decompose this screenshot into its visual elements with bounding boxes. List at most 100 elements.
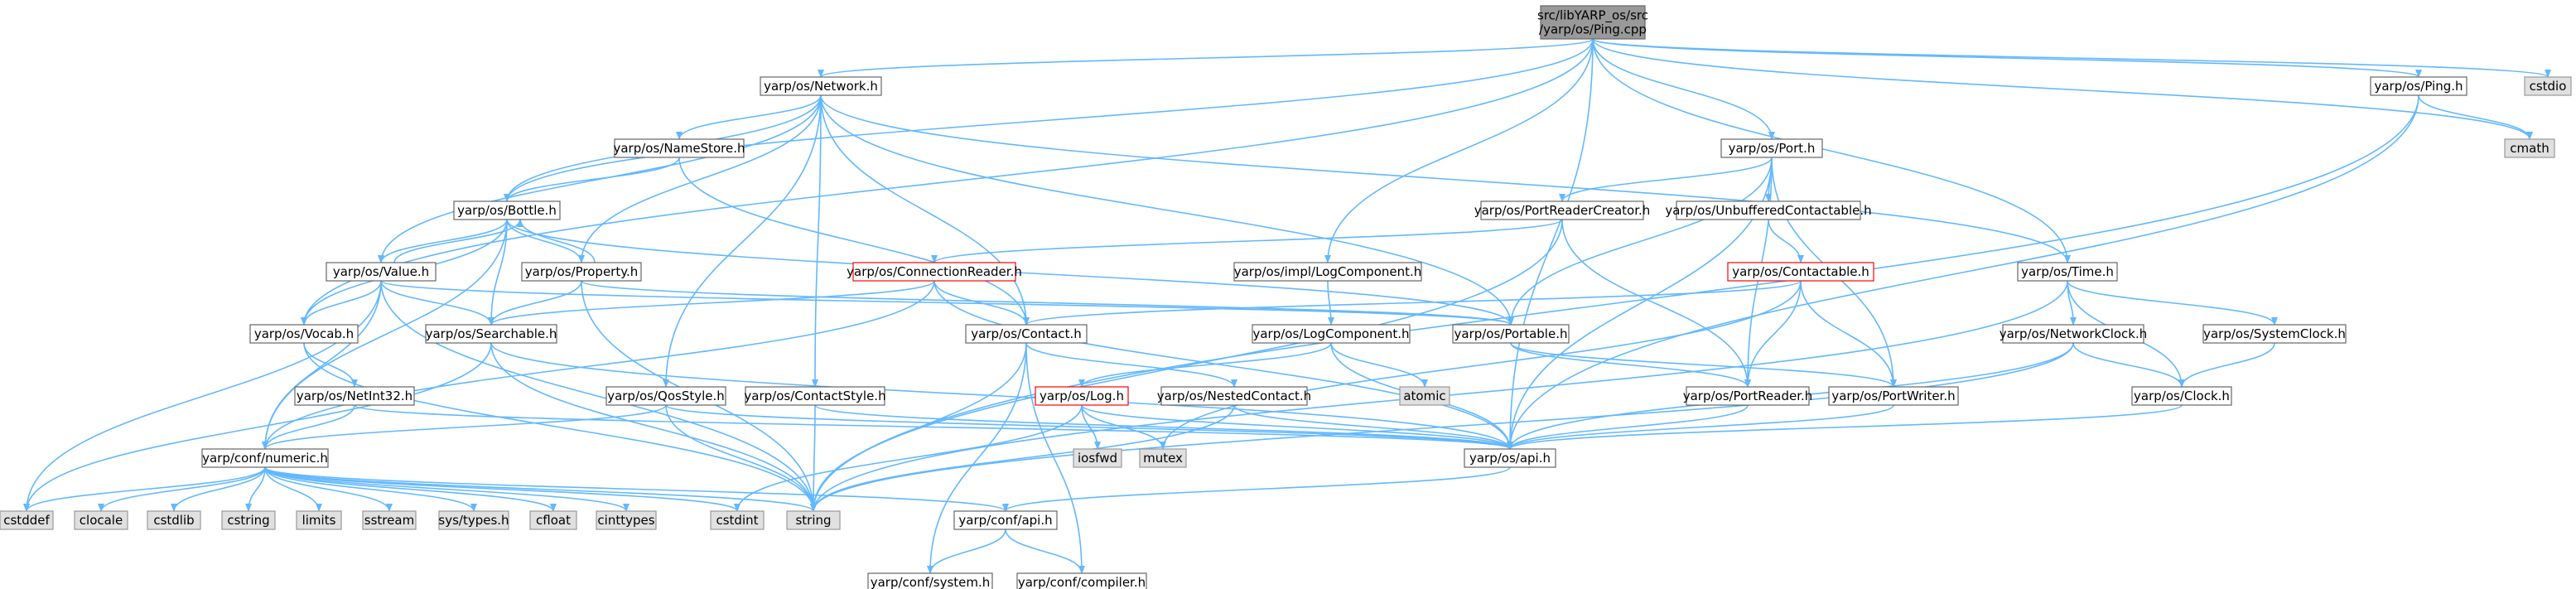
node-portwriter-box [1828,386,1959,406]
node-network[interactable]: yarp/os/Network.h [760,76,882,96]
edge-port-to-portreadercreator [1559,157,1773,202]
node-string-label: string [795,513,831,528]
node-bottle[interactable]: yarp/os/Bottle.h [453,200,561,220]
node-port[interactable]: yarp/os/Port.h [1720,138,1823,158]
node-contactstyle[interactable]: yarp/os/ContactStyle.h [744,386,886,406]
node-portwriter[interactable]: yarp/os/PortWriter.h [1828,386,1959,406]
node-confcompiler[interactable]: yarp/conf/compiler.h [1016,572,1147,589]
node-logh[interactable]: yarp/os/Log.h [1035,386,1129,406]
edge-confapi-to-confcompiler [1005,529,1085,574]
node-contact[interactable]: yarp/os/Contact.h [965,324,1088,344]
node-connreader[interactable]: yarp/os/ConnectionReader.h [847,262,1022,282]
node-clock-box [2131,386,2232,406]
node-netint32[interactable]: yarp/os/NetInt32.h [294,386,415,406]
edge-logh-to-api [1081,404,1513,450]
node-systemclock[interactable]: yarp/os/SystemClock.h [2202,324,2347,344]
node-cmath-box [2504,138,2555,158]
edge-pingh-to-cmath [2418,94,2533,140]
edge-contactable-to-portreader [1744,280,1802,388]
node-clock[interactable]: yarp/os/Clock.h [2131,386,2232,406]
node-numeric[interactable]: yarp/conf/numeric.h [201,448,329,468]
edge-qosstyle-to-numeric [262,404,667,450]
node-searchable[interactable]: yarp/os/Searchable.h [425,324,557,344]
edge-portable-to-portwriter [1510,342,1897,388]
node-namestore[interactable]: yarp/os/NameStore.h [613,138,745,158]
node-cstdint-label: cstdint [716,513,758,528]
node-pingh[interactable]: yarp/os/Ping.h [2370,76,2467,96]
edge-logcomponent-to-atomic [1330,342,1428,388]
node-cstring-box [221,510,276,530]
node-root[interactable]: src/libYARP_os/src/yarp/os/Ping.cpp [1537,5,1648,40]
node-value-box [326,262,437,282]
node-api-box [1464,448,1556,468]
node-clocale-label: clocale [80,513,123,528]
node-namestore-box [614,138,745,158]
edge-bottle-to-numeric [262,219,508,450]
edge-unbuffered-to-contactable [1768,219,1804,263]
edge-root-to-logcompimpl [1324,38,1594,263]
node-time[interactable]: yarp/os/Time.h [2017,262,2118,282]
node-network-box [760,76,882,96]
node-cinttypes-label: cinttypes [597,513,654,528]
edge-numeric-to-systypes [264,466,477,512]
node-layer: src/libYARP_os/src/yarp/os/Ping.cpp yarp/… [0,5,2572,589]
node-qosstyle-box [605,386,726,406]
node-networkclock[interactable]: yarp/os/NetworkClock.h [2000,324,2148,344]
node-confapi-label: yarp/conf/api.h [958,513,1052,528]
edge-time-to-systemclock [2067,280,2278,326]
edge-connreader-to-searchable [488,280,935,326]
edge-root-to-port [1592,38,1775,140]
node-logcomponent[interactable]: yarp/os/LogComponent.h [1252,324,1411,344]
node-confapi[interactable]: yarp/conf/api.h [953,510,1058,530]
edge-value-to-string [380,280,817,512]
node-contactable[interactable]: yarp/os/Contactable.h [1727,262,1874,282]
edge-contactable-to-portwriter [1800,280,1897,388]
node-numeric-box [201,448,329,468]
node-connreader-label: yarp/os/ConnectionReader.h [847,264,1022,279]
node-confsystem[interactable]: yarp/conf/system.h [867,572,993,589]
node-qosstyle-label: yarp/os/QosStyle.h [607,389,725,403]
node-portable[interactable]: yarp/os/Portable.h [1452,324,1570,344]
node-atomic: atomic [1399,386,1450,406]
edge-contact-to-confcompiler [1025,342,1085,574]
node-clocale-box [74,510,128,530]
node-contactstyle-label: yarp/os/ContactStyle.h [744,389,885,403]
edge-contactstyle-to-api [814,404,1513,450]
edge-network-to-property [578,94,822,263]
node-unbuffered[interactable]: yarp/os/UnbufferedContactable.h [1665,200,1872,220]
node-cfloat-box [529,510,577,530]
node-property-box [521,262,642,282]
node-portable-box [1452,324,1570,344]
node-property[interactable]: yarp/os/Property.h [521,262,642,282]
node-confcompiler-box [1016,572,1147,589]
node-sstream-box [362,510,417,530]
node-value-label: yarp/os/Value.h [333,264,429,279]
edge-logcomponent-to-logh [1078,342,1332,388]
node-nestedcontact[interactable]: yarp/os/NestedContact.h [1157,386,1311,406]
edge-contact-to-confsystem [927,342,1027,574]
node-logcompimpl[interactable]: yarp/os/impl/LogComponent.h [1233,262,1422,282]
node-sstream: sstream [362,510,417,530]
edge-root-to-cstdio [1592,38,2551,78]
edge-root-to-network [818,38,1594,78]
edge-confapi-to-confsystem [927,529,1006,574]
node-root-label: src/libYARP_os/src [1537,8,1648,24]
edge-numeric-to-confapi [264,466,1009,512]
node-portreadercreator[interactable]: yarp/os/PortReaderCreator.h [1474,200,1651,220]
edge-searchable-to-string [490,342,817,512]
node-namestore-label: yarp/os/NameStore.h [613,141,745,156]
node-api-label: yarp/os/api.h [1469,451,1551,466]
node-vocab[interactable]: yarp/os/Vocab.h [249,324,359,344]
node-vocab-label: yarp/os/Vocab.h [254,326,354,341]
node-limits-box [296,510,342,530]
node-api[interactable]: yarp/os/api.h [1464,448,1556,468]
node-cstdlib: cstdlib [147,510,201,530]
edge-numeric-to-cstdint [264,466,740,512]
node-portreader[interactable]: yarp/os/PortReader.h [1683,386,1813,406]
node-netint32-label: yarp/os/NetInt32.h [297,389,412,403]
node-qosstyle[interactable]: yarp/os/QosStyle.h [605,386,726,406]
node-value[interactable]: yarp/os/Value.h [326,262,437,282]
edge-layer [23,38,2551,574]
node-contact-label: yarp/os/Contact.h [971,326,1082,341]
